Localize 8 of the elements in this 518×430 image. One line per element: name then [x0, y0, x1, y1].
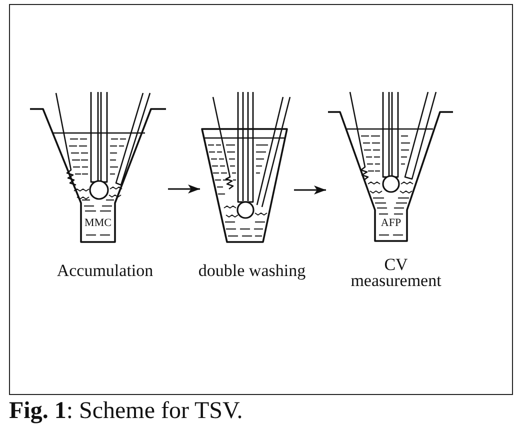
step-caption: double washing	[198, 263, 306, 279]
cell-label: AFP	[380, 217, 402, 229]
cell-label: MMC	[84, 217, 112, 229]
step-caption: CV measurement	[350, 257, 442, 289]
figure-caption: Fig. 1: Scheme for TSV.	[9, 398, 243, 425]
arrow	[294, 186, 326, 194]
arrow	[168, 184, 200, 194]
step-caption: Accumulation	[56, 263, 154, 279]
